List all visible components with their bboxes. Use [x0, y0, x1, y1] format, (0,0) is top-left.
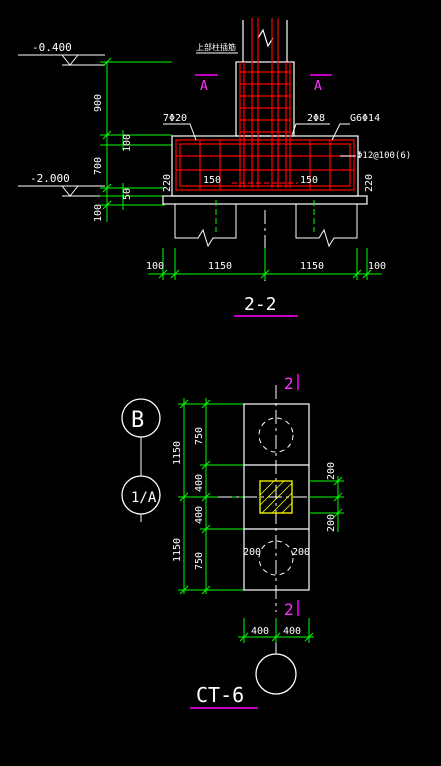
- dim-bottom-1150-left: 1150: [208, 261, 232, 272]
- dim-plan-750-top: 750: [194, 427, 205, 445]
- cut-label-bottom: 2: [284, 600, 294, 619]
- dim-plan-400-top: 400: [194, 474, 205, 492]
- plan-left-dimensions: [178, 398, 244, 595]
- dim-150-left: 150: [203, 175, 221, 186]
- cut-mark-left: A: [200, 79, 208, 94]
- rebar-label-left: 7Φ20: [163, 113, 187, 124]
- axis-bubble-bottom: [255, 653, 297, 695]
- dim-900: 900: [93, 94, 104, 112]
- dim-bottom-100-right: 100: [368, 261, 386, 272]
- dim-bottom-100-left: 100: [146, 261, 164, 272]
- vertical-dimensions: [100, 57, 172, 222]
- rebar-label-right: G6Φ14: [350, 113, 380, 124]
- piles: [174, 200, 358, 248]
- section-title: 2-2: [244, 294, 277, 315]
- column: [259, 480, 293, 514]
- dim-plan-200-right-bottom: 200: [326, 514, 337, 532]
- column-bar-label: 上部柱插筋: [196, 42, 236, 52]
- dim-220-right: 220: [364, 174, 375, 192]
- elevation-bottom-label: -2.000: [30, 172, 70, 185]
- dim-pile-gap-right: 200: [292, 547, 310, 558]
- dim-100-b: 100: [93, 204, 104, 222]
- plan-right-dimensions: [309, 476, 344, 532]
- dim-plan-200-right-top: 200: [326, 462, 337, 480]
- pile-top: [258, 417, 294, 453]
- section-2-2: -0.400 -2.000 900 100 700 50 10: [18, 18, 411, 317]
- dim-150-right: 150: [300, 175, 318, 186]
- dim-220-left: 220: [162, 174, 173, 192]
- pile-bottom: [258, 540, 294, 576]
- pile-cap-outline: [162, 20, 368, 205]
- plan-title: CT-6: [196, 683, 244, 707]
- dim-100-a: 100: [122, 134, 133, 152]
- elevation-marker-top: -0.400: [18, 41, 105, 66]
- column-hatch: [259, 480, 293, 514]
- dim-700: 700: [93, 157, 104, 175]
- dim-plan-400-bottom: 400: [194, 506, 205, 524]
- rebar-cage: [175, 18, 355, 191]
- dim-plan-1150-bottom: 1150: [172, 538, 183, 562]
- dim-plan-400-left: 400: [251, 626, 269, 637]
- dim-plan-400-right: 400: [283, 626, 301, 637]
- axis-1a-label: 1/A: [131, 490, 157, 506]
- dim-pile-gap-left: 200: [243, 547, 261, 558]
- dim-bottom-1150-right: 1150: [300, 261, 324, 272]
- axis-b-label: B: [131, 408, 144, 433]
- cut-label-top: 2: [284, 374, 294, 393]
- dim-plan-750-bottom: 750: [194, 552, 205, 570]
- dim-50: 50: [122, 188, 133, 200]
- dim-plan-1150-top: 1150: [172, 441, 183, 465]
- bottom-dimensions: [148, 248, 382, 280]
- stirrup-label: Φ12@100(6): [357, 151, 411, 161]
- elevation-top-label: -0.400: [32, 41, 72, 54]
- cut-mark-right: A: [314, 79, 322, 94]
- plan-bottom-dimensions: [238, 618, 314, 643]
- elevation-marker-bottom: -2.000: [18, 172, 105, 197]
- plan-ct-6: 2 2 B 1/A 1150 1150: [121, 374, 344, 709]
- rebar-label-mid: 2Φ8: [307, 113, 325, 124]
